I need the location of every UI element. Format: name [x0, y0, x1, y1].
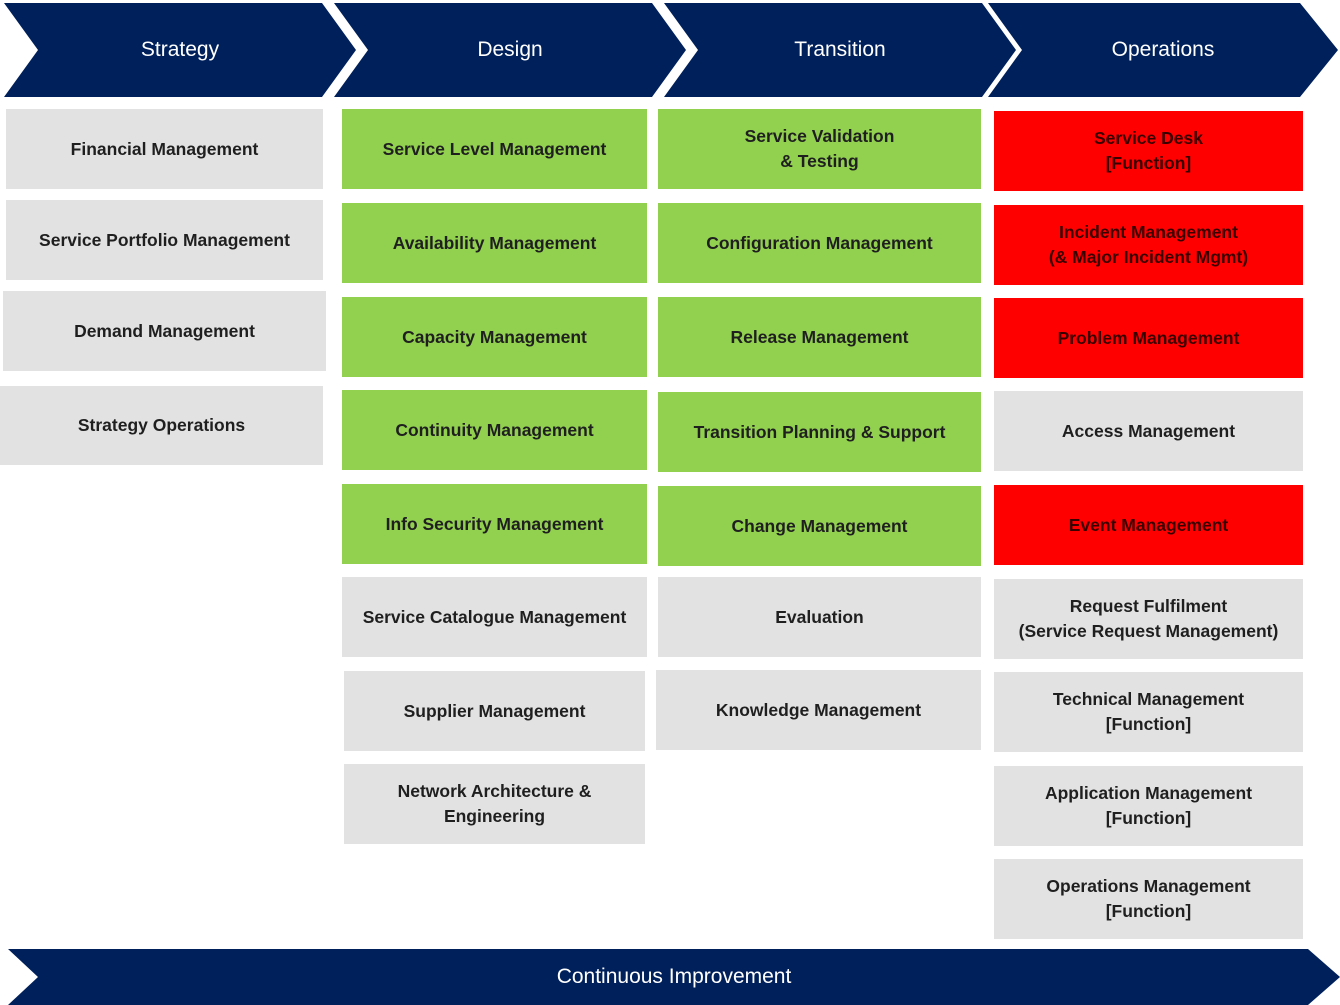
process-box: Request Fulfilment (Service Request Mana… — [994, 579, 1303, 659]
process-box: Event Management — [994, 485, 1303, 565]
process-box: Incident Management (& Major Incident Mg… — [994, 205, 1303, 285]
phase-label: Operations — [1111, 38, 1215, 61]
process-box: Info Security Management — [342, 484, 647, 564]
phase-chevron-transition: Transition — [664, 3, 1016, 97]
process-box: Transition Planning & Support — [658, 392, 981, 472]
continuous-improvement-bar: Continuous Improvement — [8, 949, 1340, 1005]
process-box: Technical Management [Function] — [994, 672, 1303, 752]
process-box: Configuration Management — [658, 203, 981, 283]
process-box: Continuity Management — [342, 390, 647, 470]
process-box: Operations Management [Function] — [994, 859, 1303, 939]
process-box: Service Desk [Function] — [994, 111, 1303, 191]
process-box: Availability Management — [342, 203, 647, 283]
process-box: Service Catalogue Management — [342, 577, 647, 657]
phase-chevron-design: Design — [334, 3, 686, 97]
phase-label: Design — [477, 38, 543, 61]
process-box: Change Management — [658, 486, 981, 566]
process-box: Network Architecture & Engineering — [344, 764, 645, 844]
phase-label: Transition — [794, 38, 886, 61]
phase-label: Strategy — [140, 38, 220, 61]
process-box: Supplier Management — [344, 671, 645, 751]
process-box: Problem Management — [994, 298, 1303, 378]
process-box: Release Management — [658, 297, 981, 377]
process-box: Service Portfolio Management — [6, 200, 323, 280]
process-box: Demand Management — [3, 291, 326, 371]
process-box: Financial Management — [6, 109, 323, 189]
process-box: Strategy Operations — [0, 386, 323, 465]
process-box: Application Management [Function] — [994, 766, 1303, 846]
process-box: Evaluation — [658, 577, 981, 657]
process-box: Access Management — [994, 391, 1303, 471]
process-box: Service Level Management — [342, 109, 647, 189]
process-box: Service Validation & Testing — [658, 109, 981, 189]
process-box: Knowledge Management — [656, 670, 981, 750]
continuous-improvement-label: Continuous Improvement — [556, 965, 792, 988]
process-box: Capacity Management — [342, 297, 647, 377]
phase-chevron-strategy: Strategy — [4, 3, 356, 97]
phase-chevron-operations: Operations — [988, 3, 1338, 97]
